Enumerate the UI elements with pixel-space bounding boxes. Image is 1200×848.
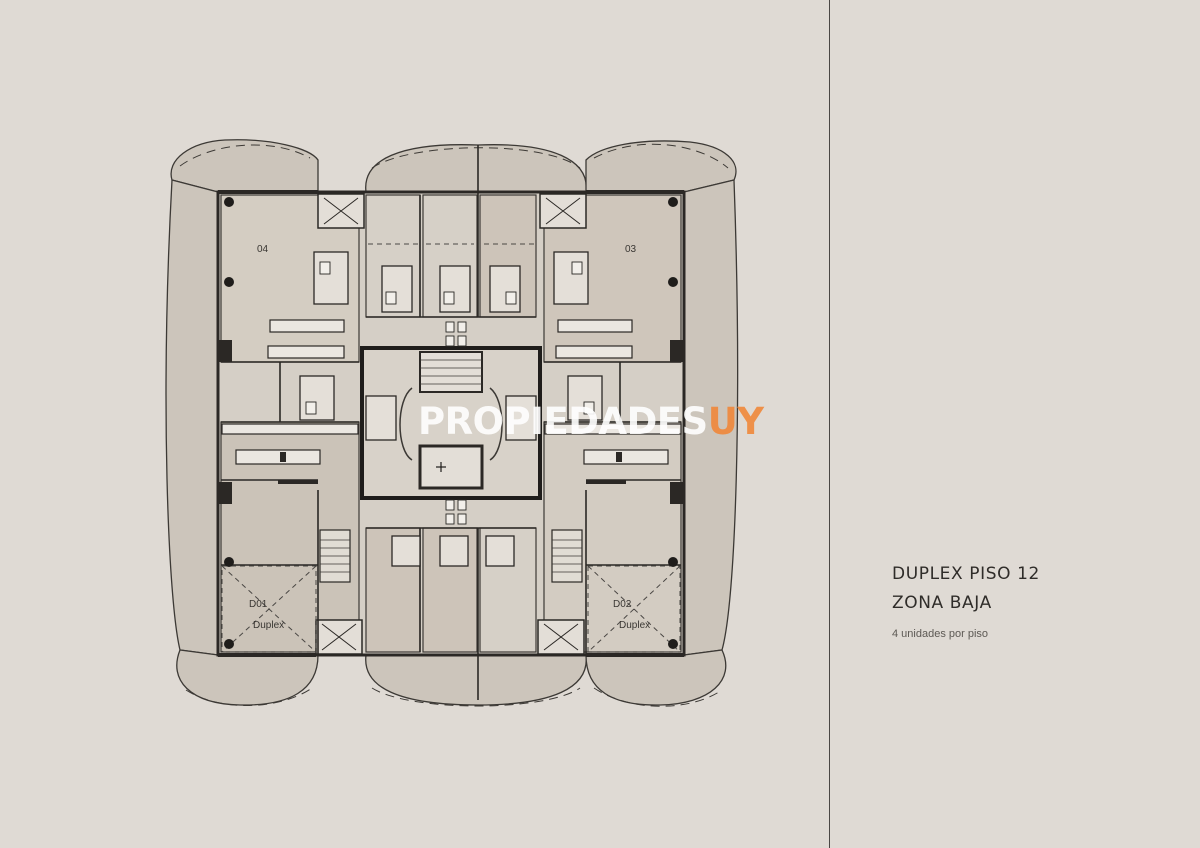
core-elevator <box>418 444 484 490</box>
watermark-main: PROPIEDADES <box>418 400 708 443</box>
counter-d01 <box>221 423 359 435</box>
plan-title-line1: DUPLEX PISO 12 <box>892 564 1040 584</box>
facade-walls <box>218 190 684 657</box>
roof-dash-top-left <box>179 144 311 167</box>
floor-plan: 04 03 D01 Duplex D02 Duplex <box>165 139 739 707</box>
roof-dash-bottom-center <box>371 687 581 707</box>
balcony-bottom-right <box>585 649 727 706</box>
columns <box>224 197 678 649</box>
island-d01 <box>235 449 321 465</box>
balcony-top-center <box>365 144 587 193</box>
stair-treads <box>320 359 582 573</box>
core-stair <box>419 351 483 393</box>
island-04 <box>269 319 345 333</box>
kitchen-counters <box>221 319 682 465</box>
plan-title-line2: ZONA BAJA <box>892 593 992 613</box>
unit-label-d02: D02 <box>613 599 632 610</box>
roof-dash-top-right <box>593 143 729 169</box>
fixtures <box>305 261 595 525</box>
roof-dash-bottom-left <box>185 687 313 706</box>
counter-04 <box>267 345 345 359</box>
roof-dash-bottom-right <box>593 687 723 707</box>
unit-label-d01: D01 <box>249 599 268 610</box>
balcony-bottom-center <box>365 654 587 706</box>
core-lobby-curve <box>399 387 503 461</box>
balcony-top-right <box>585 140 737 193</box>
roof-dashes <box>179 143 729 707</box>
shaft-crosses <box>321 197 581 651</box>
balcony-bottom-left <box>176 649 319 706</box>
info-panel: DUPLEX PISO 12 ZONA BAJA 4 unidades por … <box>892 560 1182 640</box>
unit-label-03: 03 <box>625 244 637 255</box>
island-03 <box>557 319 633 333</box>
balcony-left-side <box>165 179 219 656</box>
balcony-top-left <box>170 139 319 193</box>
bathrooms <box>299 251 603 567</box>
counter-03 <box>555 345 633 359</box>
island-d02 <box>583 449 669 465</box>
counter-d02 <box>544 423 682 435</box>
appliances <box>278 452 626 484</box>
balcony-right-side <box>683 179 739 656</box>
unit-label-04: 04 <box>257 244 269 255</box>
duplex-voids <box>221 243 681 653</box>
unit-label-duplex-left: Duplex <box>253 620 284 631</box>
roof-dash-top-center <box>371 147 581 169</box>
unit-label-duplex-right: Duplex <box>619 620 650 631</box>
plan-subtitle: 4 unidades por piso <box>892 628 989 640</box>
balconies <box>165 139 739 706</box>
page-divider <box>829 0 830 848</box>
watermark-logo: PROPIEDADESUY <box>418 400 764 443</box>
watermark-accent: UY <box>707 400 764 443</box>
